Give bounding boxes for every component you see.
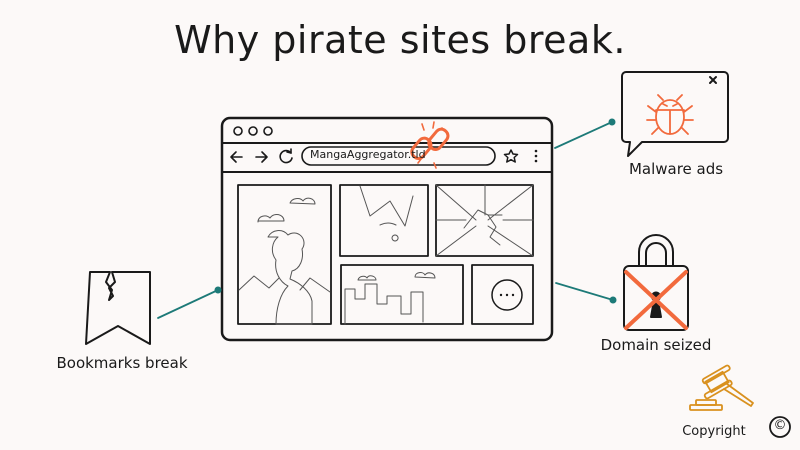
connector-dot xyxy=(608,118,616,126)
connector-dot xyxy=(214,286,222,294)
broken-link-icon xyxy=(410,121,450,169)
panel-boy-back xyxy=(237,184,332,325)
crossed-lock-icon xyxy=(623,234,689,331)
back-arrow-icon[interactable] xyxy=(230,151,243,163)
bookmarks-break-label: Bookmarks break xyxy=(56,354,188,372)
reload-icon[interactable] xyxy=(279,148,293,164)
panel-face xyxy=(339,184,429,257)
manga-panels xyxy=(237,184,534,325)
close-icon xyxy=(709,76,717,84)
copyright-symbol: © xyxy=(773,418,787,433)
browser-window xyxy=(220,116,554,342)
connectors xyxy=(157,121,614,319)
gavel-icon xyxy=(689,364,754,411)
forward-arrow-icon[interactable] xyxy=(255,151,268,163)
connector-dot xyxy=(609,296,617,304)
copyright-label: Copyright xyxy=(682,424,746,439)
malware-ad-bubble xyxy=(621,71,729,157)
panel-speech xyxy=(471,264,534,325)
panel-city xyxy=(340,264,464,325)
domain-seized-label: Domain seized xyxy=(600,336,712,354)
address-bar[interactable] xyxy=(301,146,496,166)
broken-bookmark-icon xyxy=(85,271,151,345)
more-menu-icon[interactable] xyxy=(534,149,538,163)
url-text[interactable]: MangaAggregator.tld xyxy=(310,148,426,161)
copyright-circle xyxy=(769,416,791,438)
page-title: Why pirate sites break. xyxy=(174,18,626,62)
star-icon[interactable] xyxy=(503,149,519,163)
malware-ads-label: Malware ads xyxy=(628,160,724,178)
bug-icon xyxy=(646,94,694,135)
